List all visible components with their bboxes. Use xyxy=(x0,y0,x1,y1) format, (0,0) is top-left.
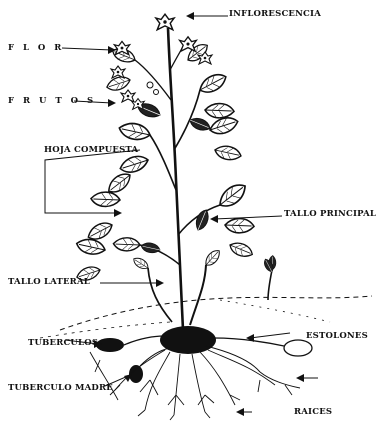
label-tallo-principal: TALLO PRINCIPAL xyxy=(284,209,376,219)
label-tuberculos: TUBERCULOS xyxy=(28,338,98,348)
label-frutos: F R U T O S xyxy=(8,96,96,106)
label-inflorescencia: INFLORESCENCIA xyxy=(229,9,321,19)
main-stem xyxy=(135,28,220,330)
label-raices: RAICES xyxy=(294,407,332,417)
label-tallo-lateral: TALLO LATERAL xyxy=(8,277,90,287)
lateral-stems xyxy=(148,265,272,325)
label-hoja-compuesta: HOJA COMPUESTA xyxy=(44,145,138,155)
label-tuberculo-madre: TUBERCULO MADRE xyxy=(8,383,113,393)
label-estolones: ESTOLONES xyxy=(306,331,368,341)
label-flor: F L O R xyxy=(8,43,64,53)
roots xyxy=(90,350,300,420)
